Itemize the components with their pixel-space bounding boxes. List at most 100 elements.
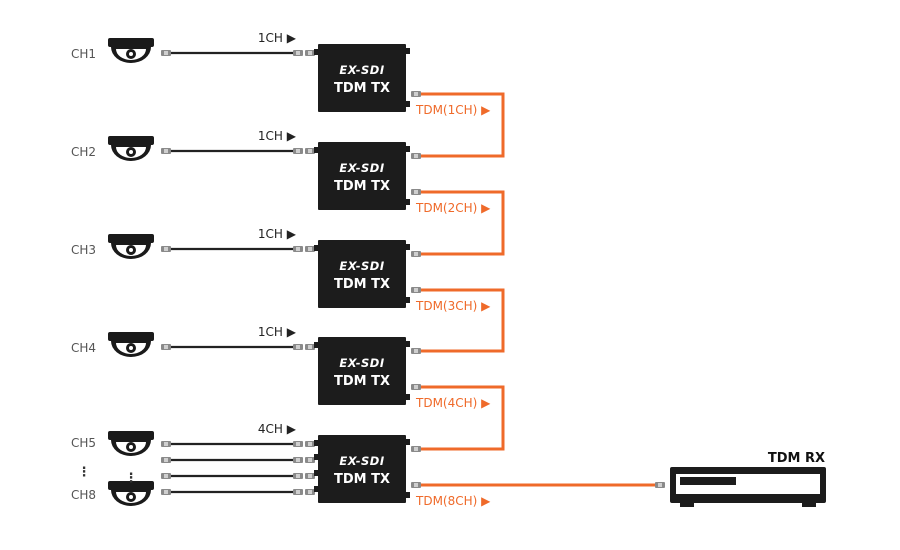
tx-aux-port (406, 394, 410, 400)
connector-icon (293, 246, 303, 252)
tx-model-label: TDM TX (334, 277, 390, 292)
ellipsis-mark: ⋮ (78, 465, 91, 480)
tx-input-port (314, 454, 318, 460)
input-channel-label: 4CH ▶ (258, 422, 297, 436)
tx-input-port (314, 147, 318, 153)
tx-brand-label: EX-SDI (339, 356, 384, 370)
tx-input-port (314, 49, 318, 55)
tdm-tx-device (314, 337, 410, 405)
input-channel-label: 1CH ▶ (258, 227, 297, 241)
dome-camera-icon (108, 234, 154, 259)
connector-icon (161, 148, 171, 154)
tdm-rx-device (670, 467, 826, 507)
tx-model-label: TDM TX (334, 374, 390, 389)
tdm-tx-box (318, 337, 406, 405)
connector-icon (161, 50, 171, 56)
tx-aux-port (406, 101, 410, 107)
tx-input-port (314, 470, 318, 476)
cable-layer (161, 50, 665, 495)
tdm-output-label: TDM(2CH) ▶ (415, 201, 491, 215)
tdm-daisy-chain-cable (418, 92, 505, 158)
tdm-tx-device (314, 44, 410, 112)
connector-icon (411, 482, 421, 488)
camera-label: CH1 (71, 47, 96, 61)
tx-input-port (314, 440, 318, 446)
connector-icon (305, 344, 315, 350)
connector-icon (293, 441, 303, 447)
connector-icon (305, 473, 315, 479)
rx-display-slot (680, 477, 736, 485)
rx-foot (680, 503, 694, 507)
connector-icon (305, 246, 315, 252)
tdm-output-label: TDM(3CH) ▶ (415, 299, 491, 313)
tx-aux-port (406, 244, 410, 250)
tx-brand-label: EX-SDI (339, 259, 384, 273)
text-layer: EX-SDI TDM TX EX-SDI TDM TX EX-SDI TDM TX EX-S… (71, 31, 825, 508)
connector-icon (411, 153, 421, 159)
ellipsis-mark: ⋮ (125, 471, 138, 486)
connector-icon (411, 251, 421, 257)
tdm-daisy-chain-cable (418, 385, 505, 451)
tdm-tx-box (318, 44, 406, 112)
tx-brand-label: EX-SDI (339, 161, 384, 175)
connector-icon (293, 489, 303, 495)
input-channel-label: 1CH ▶ (258, 129, 297, 143)
receiver-label: TDM RX (768, 451, 825, 466)
tx-aux-port (406, 341, 410, 347)
connector-icon (305, 457, 315, 463)
dome-camera-icon (108, 332, 154, 357)
camera-label: CH5 (71, 436, 96, 450)
connector-icon (411, 446, 421, 452)
input-channel-label: 1CH ▶ (258, 325, 297, 339)
tx-aux-port (406, 439, 410, 445)
connector-icon (161, 344, 171, 350)
connector-icon (161, 457, 171, 463)
tx-aux-port (406, 199, 410, 205)
tdm-tx-box (318, 435, 406, 503)
tdm-tx-box (318, 240, 406, 308)
tx-brand-label: EX-SDI (339, 454, 384, 468)
connector-icon (411, 348, 421, 354)
tx-input-port (314, 245, 318, 251)
tx-aux-port (406, 146, 410, 152)
camera-label: CH3 (71, 243, 96, 257)
connector-icon (161, 246, 171, 252)
tdm-tx-device (314, 240, 410, 308)
connector-icon (293, 344, 303, 350)
camera-label: CH4 (71, 341, 96, 355)
connector-icon (305, 50, 315, 56)
connector-icon (305, 489, 315, 495)
tdm-daisy-chain-cable (418, 190, 505, 256)
tx-aux-port (406, 297, 410, 303)
tdm-tx-box (318, 142, 406, 210)
connector-icon (293, 457, 303, 463)
dome-camera-icon (108, 431, 154, 456)
connector-icon (411, 384, 421, 390)
tdm-output-label: TDM(1CH) ▶ (415, 103, 491, 117)
tdm-tx-device (314, 435, 410, 503)
connector-icon (411, 189, 421, 195)
connector-icon (161, 473, 171, 479)
tdm-tx-device (314, 142, 410, 210)
connector-icon (305, 441, 315, 447)
connector-icon (161, 441, 171, 447)
tdm-output-label: TDM(8CH) ▶ (415, 494, 491, 508)
tx-input-port (314, 342, 318, 348)
connector-icon (293, 148, 303, 154)
input-channel-label: 1CH ▶ (258, 31, 297, 45)
tx-input-port (314, 486, 318, 492)
dome-camera-icon (108, 38, 154, 63)
tx-model-label: TDM TX (334, 81, 390, 96)
connector-icon (655, 482, 665, 488)
connector-icon (411, 91, 421, 97)
tx-aux-port (406, 48, 410, 54)
dome-camera-icon (108, 136, 154, 161)
connector-icon (293, 50, 303, 56)
camera-label: CH2 (71, 145, 96, 159)
connector-icon (411, 287, 421, 293)
rx-foot (802, 503, 816, 507)
connector-icon (305, 148, 315, 154)
tdm-daisy-chain-cable (418, 288, 505, 353)
tx-brand-label: EX-SDI (339, 63, 384, 77)
tx-model-label: TDM TX (334, 179, 390, 194)
